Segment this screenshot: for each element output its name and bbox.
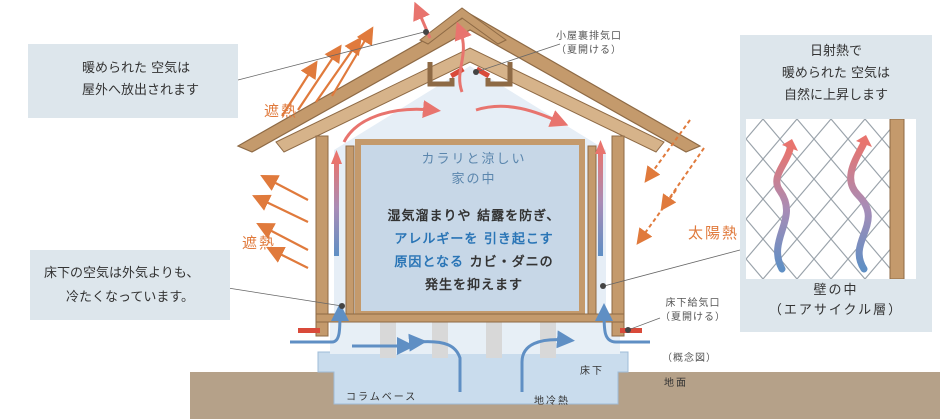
callout-text: 暖められた 空気は [82, 61, 191, 76]
shade-label-upper: 遮熱 [264, 102, 299, 120]
underfloor-label: 床下 [580, 366, 604, 377]
wall-flow-right [598, 150, 603, 256]
attic-flow-right [475, 104, 569, 127]
underfloor-flow [290, 303, 650, 392]
attic-vent-right [485, 62, 513, 87]
callout-air-released: 暖められた 空気は 屋外へ放出されます [28, 44, 238, 118]
solar-heat-arrows [636, 119, 705, 245]
callout-underfloor-air: 床下の空気は外気よりも、 冷たくなっています。 [30, 250, 230, 320]
wall-detail-panel: 日射熱で 暖められた 空気は 自然に上昇します 壁の中 （エアサイクル層） [740, 35, 932, 332]
exhaust-arrow-center [454, 21, 472, 93]
wall-flow-left [334, 160, 339, 256]
wall-left-outer [315, 135, 329, 337]
concept-label: （概念図） [662, 353, 717, 364]
wall-left-inner [345, 145, 355, 319]
solar-heat-label: 太陽熱 [688, 224, 740, 242]
ground-label: 地面 [664, 378, 688, 389]
panel-top-text: 日射熱で 暖められた 空気は 自然に上昇します [781, 44, 891, 103]
callout-text: 床下の空気は外気よりも、 [44, 266, 200, 281]
attic-flow-left [342, 100, 441, 143]
heat-release-arrows [252, 26, 374, 269]
vent-mark-left [298, 328, 320, 333]
vent-mark-attic-right [475, 66, 491, 79]
roof-inner [275, 47, 665, 153]
foundation [317, 351, 629, 405]
column [486, 322, 502, 358]
ridge-cap [419, 7, 507, 45]
column [380, 322, 396, 358]
column-base-label: コラムベース [346, 392, 418, 403]
column [432, 322, 448, 358]
floor-beam [315, 313, 625, 323]
leader-dots [339, 29, 631, 333]
callout-text: 屋外へ放出されます [82, 83, 200, 98]
underfloor-space [330, 318, 620, 354]
wall-cavity-illustration [746, 119, 916, 279]
shade-label-lower: 遮熱 [242, 234, 277, 252]
underfloor-vent-label: 床下給気口 （夏開ける） [660, 298, 726, 323]
attic-vent-label: 小屋裏排気口 （夏開ける） [556, 31, 622, 56]
vent-mark-right [620, 328, 642, 333]
wall-right-outer [611, 135, 625, 337]
attic-vent-left [427, 62, 455, 87]
inner-room-message: 湿気溜まりや 結露を防ぎ、 アレルギーを 引き起こす 原因となる カビ・ダニの … [387, 209, 561, 293]
inner-room-title: カラリと涼しい 家の中 [421, 152, 527, 187]
wall-right-inner [587, 145, 597, 319]
leader-lines [227, 31, 741, 331]
callout-text: 冷たくなっています。 [66, 290, 195, 305]
ground-cool-label: 地冷熱 [534, 396, 570, 407]
panel-bottom-text: 壁の中 （エアサイクル層） [768, 283, 904, 318]
